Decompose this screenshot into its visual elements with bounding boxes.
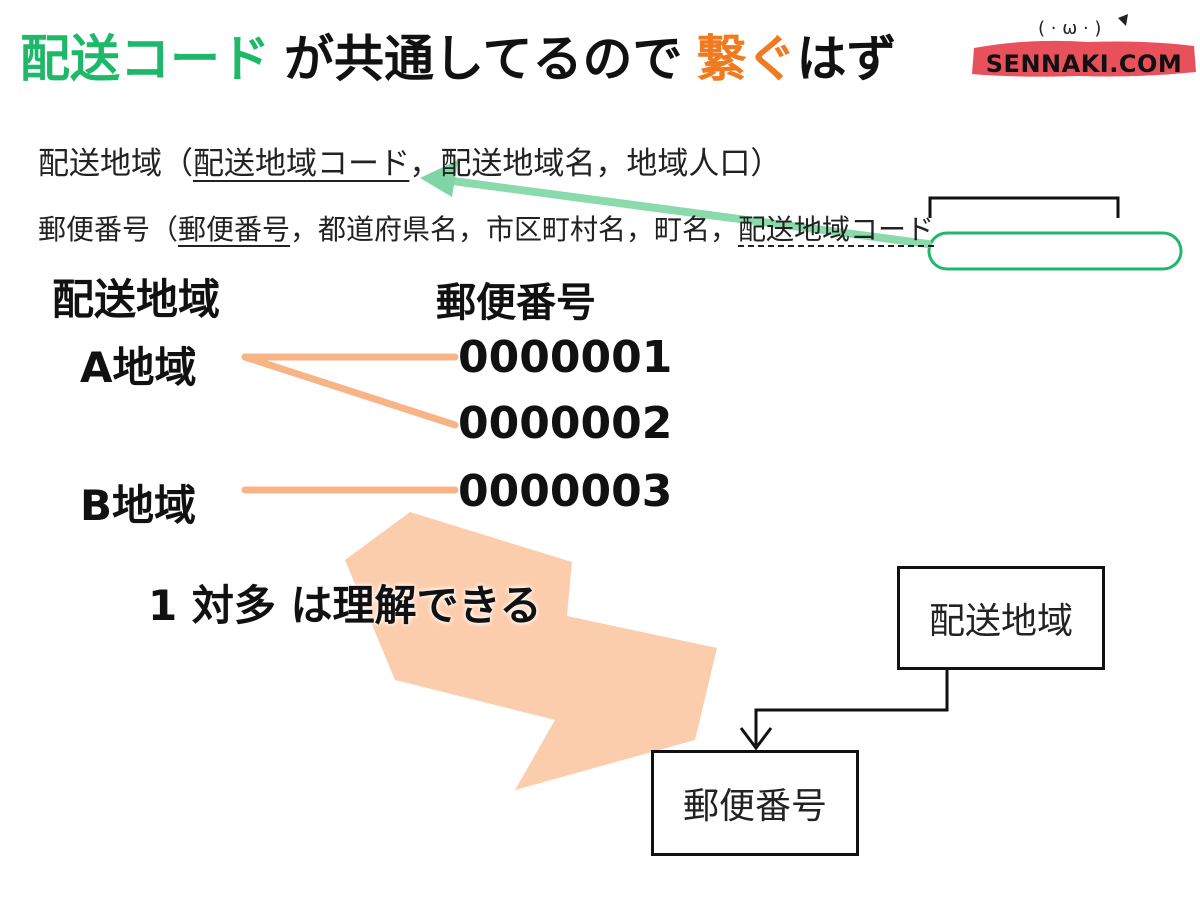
caption: 1 対多 は理解できる <box>148 581 542 630</box>
fk-frame <box>928 196 1120 218</box>
headline-orange: 繋ぐ <box>696 30 797 88</box>
er-entity-region-label: 配送地域 <box>928 601 1073 642</box>
brush-icon <box>1118 14 1128 26</box>
region-b-label: B地域 <box>80 481 197 530</box>
headline: 配送コード が共通してるので 繋ぐ はず <box>20 20 897 90</box>
headline-black-1: が共通してるので <box>284 30 683 88</box>
schema-2-foreign-key: 配送地域コード <box>738 213 935 246</box>
mapping-left-header: 配送地域 <box>52 275 221 324</box>
schema-1-rest: ，配送地域名，地域人口） <box>409 146 782 182</box>
headline-green: 配送コード <box>20 30 270 88</box>
logo-graphic: ( · ω · ) <box>972 14 1196 77</box>
big-orange-arrow <box>345 512 717 790</box>
site-logo: ( · ω · ) SENNAKI.COM <box>968 12 1200 82</box>
fk-highlight-ellipse <box>927 231 1183 271</box>
schema-2-primary-key: 郵便番号 <box>178 213 291 246</box>
schema-1-prefix: 配送地域（ <box>38 146 193 182</box>
er-entity-postal: 郵便番号 <box>651 750 859 856</box>
er-connector <box>754 670 949 745</box>
schema-line-region: 配送地域（配送地域コード，配送地域名，地域人口） <box>38 138 781 183</box>
er-entity-region: 配送地域 <box>897 566 1105 670</box>
er-arrow-head <box>739 727 773 751</box>
headline-black-2: はず <box>796 30 897 88</box>
mapping-right-header: 郵便番号 <box>436 280 596 326</box>
schema-line-postal: 郵便番号（郵便番号，都道府県名，市区町村名，町名，配送地域コード <box>38 208 934 248</box>
postal-code-2: 0000002 <box>458 398 673 449</box>
schema-2-prefix: 郵便番号（ <box>38 213 179 246</box>
logo-text: SENNAKI.COM <box>985 50 1183 78</box>
fk-relation-arrow-head <box>420 160 458 197</box>
postal-code-3: 0000003 <box>458 466 673 517</box>
region-a-label: A地域 <box>80 343 197 392</box>
connector-a-2 <box>241 353 459 429</box>
postal-code-1: 0000001 <box>458 332 673 383</box>
schema-1-primary-key: 配送地域コード <box>193 146 410 182</box>
logo-face-icon: ( · ω · ) <box>1038 18 1101 39</box>
schema-2-rest: ，都道府県名，市区町村名，町名， <box>290 213 739 246</box>
er-entity-postal-label: 郵便番号 <box>682 786 827 827</box>
fk-relation-arrow-line <box>441 176 932 248</box>
